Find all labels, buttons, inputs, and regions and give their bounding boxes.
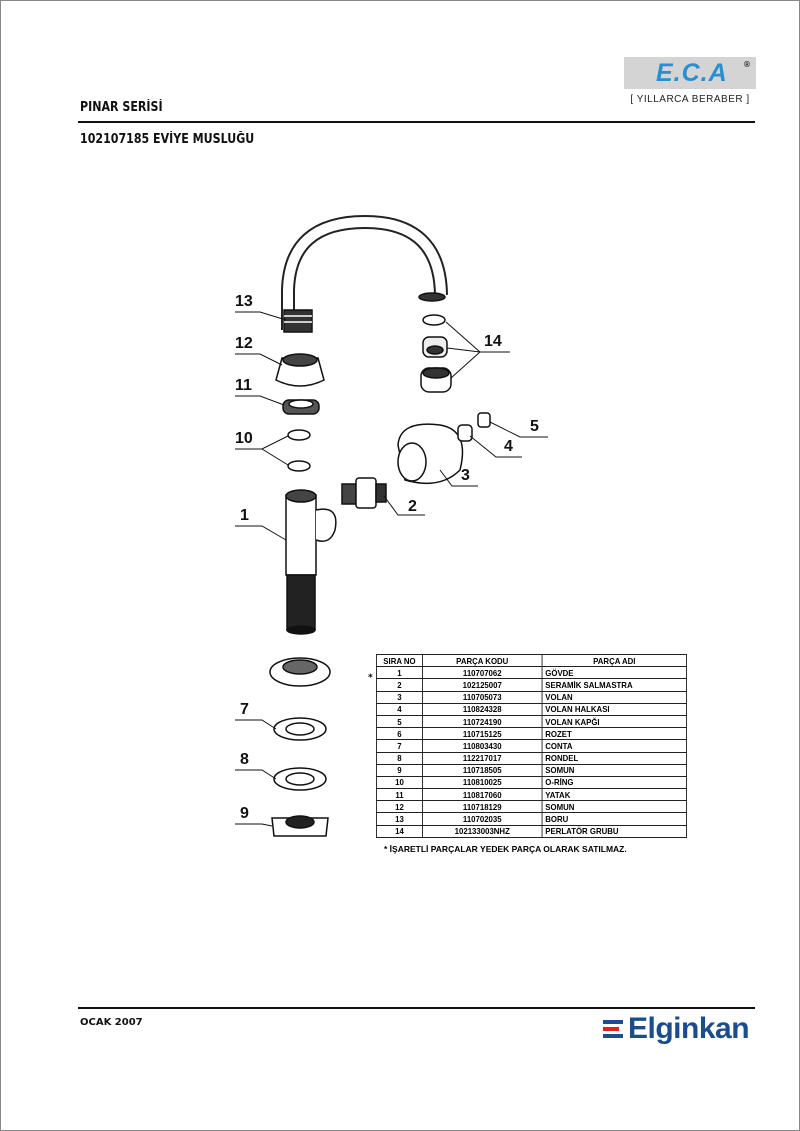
table-note: * İŞARETLİ PARÇALAR YEDEK PARÇA OLARAK S… [384, 844, 627, 854]
parca-adi-cell: YATAK [541, 788, 687, 802]
callout-2: 2 [408, 498, 417, 515]
registered-icon: ® [743, 60, 751, 69]
callout-7: 7 [240, 701, 249, 718]
callout-14: 14 [484, 333, 502, 350]
col-sira-no: SIRA NO [375, 653, 423, 668]
parca-kodu-cell: 110707062 [421, 666, 543, 680]
header-divider [78, 121, 755, 123]
sira-no-cell: 12 [375, 800, 423, 814]
parca-adi-cell: O-RİNG [541, 775, 687, 790]
callout-8: 8 [240, 751, 249, 768]
eca-logo [624, 57, 756, 89]
gasket [273, 717, 327, 741]
callout-11: 11 [235, 377, 252, 394]
washer [273, 767, 327, 791]
aerator-washer [422, 314, 446, 326]
sira-no-cell: 3 [375, 690, 423, 704]
series-name: PINAR SERİSİ [80, 100, 163, 115]
o-ring-bottom [287, 460, 311, 472]
parca-adi-cell: SERAMİK SALMASTRA [541, 678, 687, 692]
parca-kodu-cell: 110702035 [421, 812, 543, 826]
callout-4: 4 [504, 438, 513, 455]
body [285, 494, 317, 576]
nut-12 [275, 357, 325, 387]
parca-adi-cell: SOMUN [541, 763, 687, 777]
parca-kodu-cell: 110810025 [421, 775, 543, 790]
parca-kodu-cell: 110718505 [421, 763, 543, 777]
col-parca-adi: PARÇA ADI [541, 653, 687, 668]
parca-adi-cell: SOMUN [541, 800, 687, 814]
elginkan-logo: Elginkan [628, 1012, 750, 1045]
threaded-tube [286, 574, 316, 631]
sira-no-cell: 8 [375, 751, 423, 765]
sira-no-cell: 1 [375, 666, 423, 680]
ceramic-cartridge [341, 477, 387, 509]
parca-kodu-cell: 110718129 [421, 800, 543, 814]
sira-no-cell: 7 [375, 739, 423, 753]
parca-kodu-cell: 110824328 [421, 702, 543, 716]
col-parca-kodu: PARÇA KODU [421, 653, 543, 668]
parca-adi-cell: ROZET [541, 727, 687, 741]
parca-adi-cell: BORU [541, 812, 687, 826]
sira-no-cell: 11 [375, 788, 423, 802]
sira-no-cell: 13 [375, 812, 423, 826]
parca-adi-cell: VOLAN KAPĞI [541, 714, 687, 729]
sira-no-cell: 10 [375, 775, 423, 790]
parca-kodu-cell: 110715125 [421, 727, 543, 741]
parca-kodu-cell: 102133003NHZ [421, 824, 543, 838]
callout-9: 9 [240, 805, 249, 822]
callout-1: 1 [240, 507, 249, 524]
parca-kodu-cell: 110817060 [421, 788, 543, 802]
parca-kodu-cell: 110803430 [421, 739, 543, 753]
parca-adi-cell: VOLAN [541, 690, 687, 704]
sira-no-cell: 6 [375, 727, 423, 741]
product-title: 102107185 EVİYE MUSLUĞU [80, 132, 255, 147]
callout-10: 10 [235, 430, 253, 447]
o-ring-top [287, 429, 311, 441]
parca-kodu-cell: 110705073 [421, 690, 543, 704]
eca-logo-text: E.C.A [656, 59, 728, 87]
footer-date: OCAK 2007 [80, 1017, 143, 1028]
parca-adi-cell: CONTA [541, 739, 687, 753]
sira-no-cell: 9 [375, 763, 423, 777]
parca-adi-cell: VOLAN HALKASI [541, 702, 687, 716]
callout-12: 12 [235, 335, 253, 352]
parca-adi-cell: PERLATÖR GRUBU [541, 824, 687, 838]
handle-ring [457, 424, 473, 442]
callout-5: 5 [530, 418, 539, 435]
sira-no-cell: 2 [375, 678, 423, 692]
sira-no-cell: 4 [375, 702, 423, 716]
non-spare-marker: * [368, 673, 373, 683]
callout-3: 3 [461, 467, 470, 484]
parca-kodu-cell: 102125007 [421, 678, 543, 692]
table-header: SIRA NO PARÇA KODU PARÇA ADI [375, 653, 687, 668]
elginkan-logo-icon [603, 1020, 623, 1042]
parca-adi-cell: GÖVDE [541, 666, 687, 680]
parca-kodu-cell: 110724190 [421, 714, 543, 729]
parca-adi-cell: RONDEL [541, 751, 687, 765]
parca-kodu-cell: 112217017 [421, 751, 543, 765]
logo-slogan: [ YILLARCA BERABER ] [630, 94, 750, 105]
sira-no-cell: 5 [375, 714, 423, 729]
callout-13: 13 [235, 293, 253, 310]
handle-cap [477, 412, 491, 428]
sira-no-cell: 14 [375, 824, 423, 838]
footer-divider [78, 1007, 755, 1009]
